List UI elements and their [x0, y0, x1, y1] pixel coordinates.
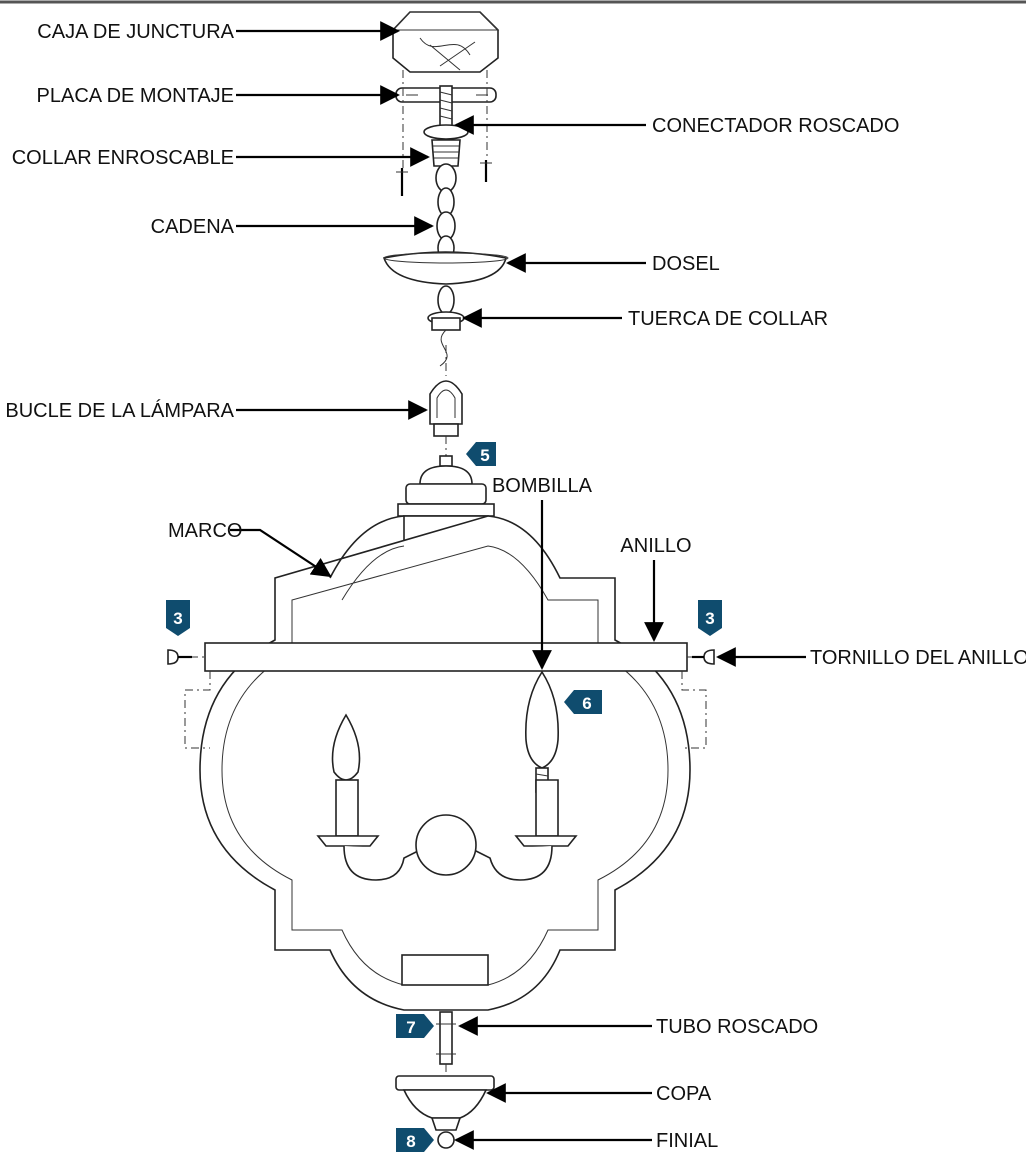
- leader-lines: [230, 21, 806, 1150]
- label-ring-screw: TORNILLO DEL ANILLO: [810, 647, 1026, 669]
- step-marker-6: 6: [564, 690, 602, 714]
- candle-arms-part: [316, 713, 578, 881]
- label-threaded-tube: TUBO ROSCADO: [656, 1016, 818, 1038]
- svg-text:5: 5: [480, 446, 489, 465]
- svg-text:3: 3: [705, 609, 714, 628]
- canopy-part: [382, 251, 509, 285]
- step-marker-3-left: 3: [166, 600, 190, 636]
- body-bottom-part: [401, 954, 489, 1076]
- ring-part: [167, 642, 715, 749]
- label-chain: CADENA: [151, 216, 235, 238]
- fixture-drawing: [167, 11, 715, 1149]
- step-markers: 3 3 5 6 7 8: [166, 442, 722, 1152]
- finial-part: [437, 1131, 455, 1149]
- frame-part: [199, 515, 691, 1011]
- chain-part: [436, 187, 456, 261]
- label-canopy: DOSEL: [652, 253, 720, 275]
- threaded-collar-part: [431, 139, 461, 193]
- step-marker-7: 7: [396, 1014, 434, 1038]
- label-ring: ANILLO: [620, 535, 691, 557]
- label-mounting-plate: PLACA DE MONTAJE: [37, 85, 234, 107]
- svg-text:3: 3: [173, 609, 182, 628]
- label-threaded-collar: COLLAR ENROSCABLE: [12, 147, 234, 169]
- junction-box-part: [391, 11, 500, 73]
- svg-text:8: 8: [406, 1132, 415, 1151]
- label-lamp-loop: BUCLE DE LA LÁMPARA: [5, 399, 234, 422]
- threaded-connector-part: [423, 85, 469, 140]
- label-finial: FINIAL: [656, 1130, 718, 1152]
- label-cup: COPA: [656, 1083, 712, 1105]
- lamp-loop-part: [429, 345, 463, 460]
- collar-nut-part: [427, 285, 465, 367]
- mounting-screws: [396, 160, 492, 196]
- label-bulb: BOMBILLA: [492, 475, 593, 497]
- svg-text:7: 7: [406, 1018, 415, 1037]
- label-frame: MARCO: [168, 520, 242, 542]
- cup-part: [395, 1075, 495, 1131]
- callout-labels: CAJA DE JUNCTURA PLACA DE MONTAJE CONECT…: [5, 21, 1026, 1152]
- svg-text:6: 6: [582, 694, 591, 713]
- step-marker-8: 8: [396, 1128, 434, 1152]
- label-threaded-connector: CONECTADOR ROSCADO: [652, 115, 899, 137]
- label-junction-box: CAJA DE JUNCTURA: [37, 21, 234, 43]
- step-marker-3-right: 3: [698, 600, 722, 636]
- step-marker-5: 5: [466, 442, 496, 466]
- label-collar-nut: TUERCA DE COLLAR: [628, 308, 828, 330]
